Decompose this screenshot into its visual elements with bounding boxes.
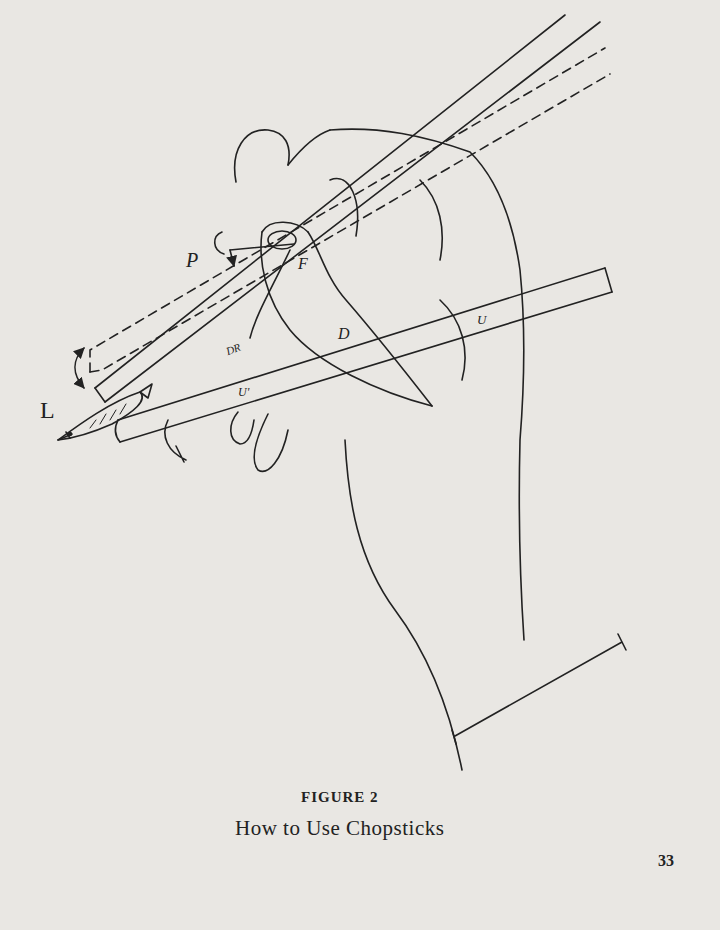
figure-caption: How to Use Chopsticks: [235, 818, 444, 839]
fulcrum-label: F: [298, 256, 308, 272]
motion-arrow: [75, 348, 84, 388]
lower-chopstick: [116, 268, 612, 442]
motion-label: L: [40, 398, 55, 422]
fish: [58, 384, 152, 440]
middle-finger: [254, 414, 288, 471]
index-finger-tip: [215, 232, 224, 254]
figure-number: FIGURE 2: [301, 790, 379, 805]
palm-line: [330, 179, 358, 236]
page-number: 33: [658, 853, 674, 869]
little-finger: [165, 420, 186, 462]
hand-outline: [330, 129, 524, 640]
wrist-cuff: [452, 634, 626, 744]
chopstick-label: U': [238, 386, 249, 398]
palm-line: [420, 180, 442, 260]
direction-label: DR: [225, 342, 243, 357]
index-finger-side: [288, 130, 330, 165]
thumb-label: D: [338, 326, 350, 342]
chopstick-label: U: [477, 313, 486, 326]
arm-outline: [345, 440, 462, 770]
force-line: [230, 244, 294, 250]
force-label: P: [186, 250, 198, 270]
force-arrow: [230, 250, 234, 266]
dashed-chopstick: [90, 48, 610, 372]
index-finger: [235, 130, 289, 182]
thumb-outline: [308, 232, 432, 406]
ring-finger: [231, 412, 254, 444]
upper-chopstick: [95, 15, 600, 402]
fulcrum-line: [250, 250, 290, 338]
